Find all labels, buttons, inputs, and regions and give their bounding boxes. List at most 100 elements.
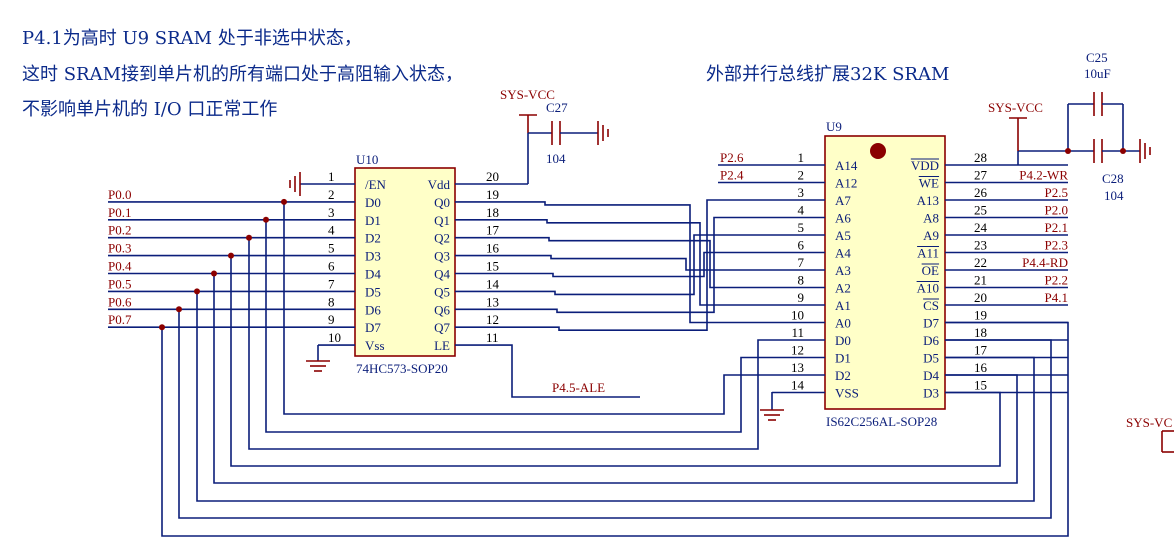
- u9-pin-name: D5: [923, 351, 939, 366]
- vcc-label-2: SYS-VCC: [988, 100, 1043, 115]
- net-label-P0-4: P0.4: [108, 259, 132, 274]
- c27-ref: C27: [546, 100, 568, 115]
- net-label-group: P0.0P0.1P0.2P0.3P0.4P0.5P0.6P0.7P4.5-ALE…: [108, 150, 1068, 395]
- u10-pin-name: Vdd: [428, 177, 451, 192]
- u10-pin-name: D3: [365, 249, 381, 264]
- u10-pin-name: D6: [365, 302, 381, 317]
- u9-pin-name: A9: [923, 228, 939, 243]
- u10-pin-num: 4: [328, 223, 335, 238]
- u9-pin-num: 26: [974, 185, 988, 200]
- u9-pin-num: 9: [798, 290, 805, 305]
- u10-part: 74HC573-SOP20: [356, 361, 448, 376]
- u10-pin-num: 5: [328, 241, 335, 256]
- addr-wire-7: [492, 199, 772, 332]
- bus-wire-0: [283, 201, 772, 415]
- u10-pin-name: Q1: [434, 213, 450, 228]
- c25-ref: C25: [1086, 50, 1108, 65]
- bus-wire-6: [178, 309, 1052, 519]
- u10-pin-name: D5: [365, 284, 381, 299]
- net-label-P0-3: P0.3: [108, 241, 131, 256]
- addr-wire-6: [492, 216, 772, 314]
- net-label-P2-1: P2.1: [1045, 220, 1068, 235]
- u9-pin-num: 17: [974, 343, 988, 358]
- bus-wire-7: [161, 321, 1069, 537]
- u10-body: [354, 167, 456, 357]
- u9-pin-num: 21: [974, 273, 987, 288]
- u9-pin-num: 8: [798, 273, 805, 288]
- u9-pin-num: 5: [798, 220, 805, 235]
- u9-pin-name: D0: [835, 333, 851, 348]
- u9-pin-num: 11: [791, 325, 804, 340]
- net-label-P0-0: P0.0: [108, 187, 131, 202]
- net-label-P2-2: P2.2: [1045, 273, 1068, 288]
- note-line-1: P4.1为高时 U9 SRAM 处于非选中状态，: [22, 28, 362, 49]
- u9-pin-num: 27: [974, 168, 988, 183]
- u10-pin-num: 16: [486, 241, 500, 256]
- bus-wire-4: [213, 273, 1018, 484]
- u9-pin-name: A5: [835, 228, 851, 243]
- u9-pin-name: A14: [835, 158, 858, 173]
- addr-wire-0: [492, 201, 772, 324]
- u9-pin-name: VSS: [835, 386, 859, 401]
- u10-pin-num: 7: [328, 276, 335, 291]
- u9-part: IS62C256AL-SOP28: [826, 414, 937, 429]
- net-label-P0-6: P0.6: [108, 294, 132, 309]
- u9-pin-num: 6: [798, 238, 805, 253]
- u10-pin-name: Q5: [434, 284, 450, 299]
- bus-wire-5: [196, 291, 1035, 502]
- net-label-P2-3: P2.3: [1045, 238, 1068, 253]
- u9-pin-name: D1: [835, 351, 851, 366]
- net-label-P0-2: P0.2: [108, 223, 131, 238]
- u9-pin-name: A12: [835, 176, 857, 191]
- u10-pin-name: Q2: [434, 231, 450, 246]
- u10-pin-num: 20: [486, 169, 499, 184]
- u10-pin-num: 17: [486, 223, 500, 238]
- u9-pin-num: 18: [974, 325, 987, 340]
- u9-pin-name: A7: [835, 193, 851, 208]
- u9-pin-name: A6: [835, 211, 851, 226]
- u9-pin-num: 25: [974, 203, 987, 218]
- net-label-P4-4-RD: P4.4-RD: [1022, 255, 1068, 270]
- u9-pin-num: 13: [791, 360, 804, 375]
- u9-pin-name: A8: [923, 211, 939, 226]
- u10-ref: U10: [356, 152, 378, 167]
- u9-pin-num: 24: [974, 220, 988, 235]
- bus-wire-1: [265, 219, 772, 433]
- u10-pin-name: Q6: [434, 302, 450, 317]
- u9-pin-num: 16: [974, 360, 988, 375]
- addr-wire-3: [492, 254, 772, 271]
- addr-wire-5: [492, 234, 772, 296]
- u9-ref: U9: [826, 119, 842, 134]
- junction-dot: [263, 216, 269, 223]
- u9-pin-name: A3: [835, 263, 851, 278]
- u9-pin-name: A10: [917, 281, 939, 296]
- u10-pin-name: Vss: [365, 338, 385, 353]
- u10-pin-num: 19: [486, 187, 499, 202]
- u9-pin-name: D3: [923, 386, 939, 401]
- u9-pin-name: OE: [922, 263, 939, 278]
- u9-pin-name: A13: [917, 193, 939, 208]
- u9-pin-name: A11: [917, 246, 939, 261]
- u10-pin-num: 8: [328, 294, 335, 309]
- net-label-P0-1: P0.1: [108, 205, 131, 220]
- u9-pin-num: 23: [974, 238, 987, 253]
- u9-pin1-marker: [870, 143, 886, 159]
- u10-pin-num: 6: [328, 259, 335, 274]
- u9-pin-name: A2: [835, 281, 851, 296]
- u9-pin-name: A4: [835, 246, 851, 261]
- c25-value: 10uF: [1084, 66, 1111, 81]
- u10-pin-name: D4: [365, 267, 381, 282]
- net-label-P2-0: P2.0: [1045, 203, 1068, 218]
- u9-pin-name: D4: [923, 368, 939, 383]
- u10-pin-num: 1: [328, 169, 335, 184]
- u9-pin-num: 14: [791, 378, 805, 393]
- u10-pin-num: 15: [486, 259, 499, 274]
- net-label-P4-1: P4.1: [1045, 290, 1068, 305]
- u9-pin-name: A0: [835, 316, 851, 331]
- u10-pin-name: D7: [365, 320, 381, 335]
- u9-pin-num: 3: [798, 185, 805, 200]
- net-label-P2-5: P2.5: [1045, 185, 1068, 200]
- net-label-P0-5: P0.5: [108, 276, 131, 291]
- bus-wire-2: [248, 237, 772, 450]
